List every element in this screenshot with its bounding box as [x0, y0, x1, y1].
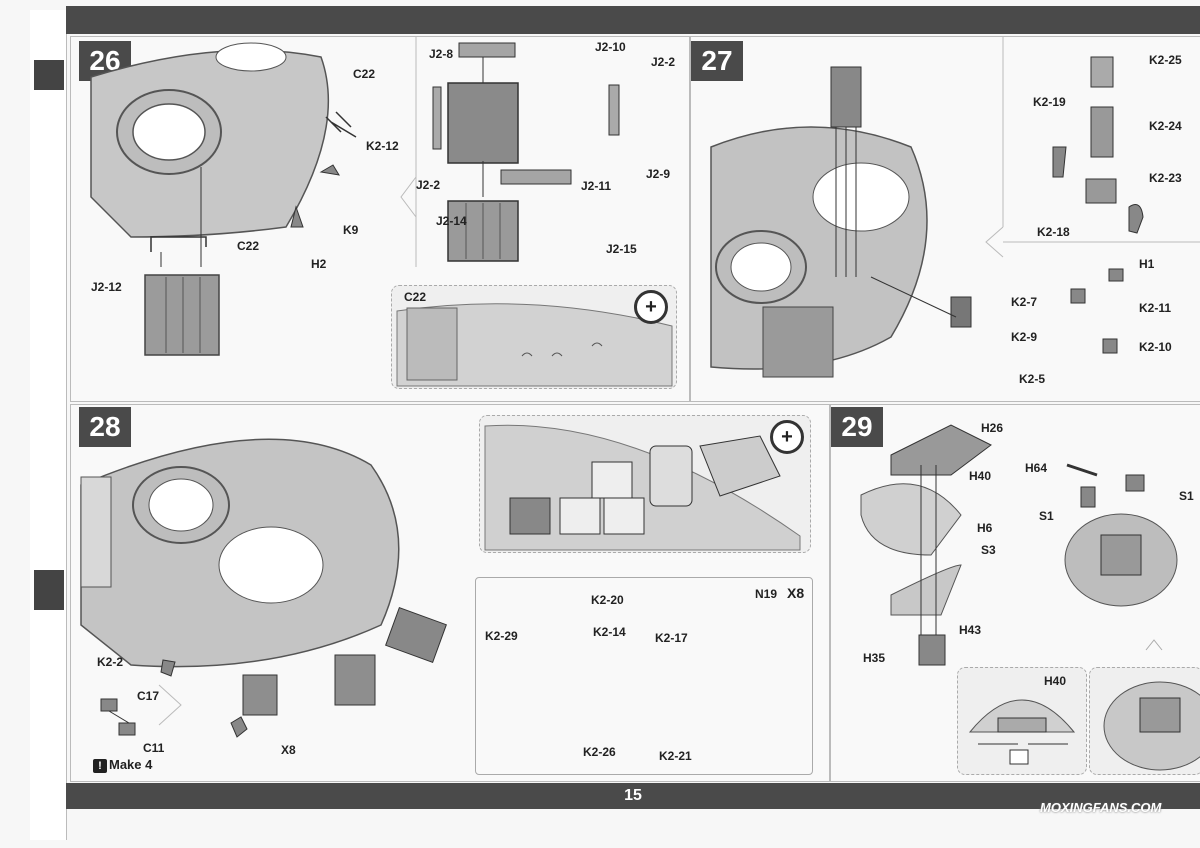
part-label: J2-12 — [91, 280, 122, 294]
step-number: 27 — [691, 41, 743, 81]
page-binding — [30, 10, 67, 840]
turret-illustration — [710, 37, 1200, 378]
part-label: H64 — [1025, 461, 1048, 475]
part-label: S1 — [1039, 509, 1054, 523]
part-label: H35 — [863, 651, 886, 665]
part-label: N19 — [755, 587, 778, 601]
part-label: K2-20 — [591, 593, 624, 607]
turret-illustration — [90, 37, 620, 356]
part-label: H43 — [959, 623, 982, 637]
part-label: C22 — [237, 239, 260, 253]
part-label: S3 — [981, 543, 996, 557]
page-number-bar: 15 — [66, 783, 1200, 809]
part-label: J2-8 — [429, 47, 454, 61]
step-number: 28 — [79, 407, 131, 447]
part-label: K2-29 — [485, 629, 518, 643]
detail-illustration — [396, 303, 673, 387]
page-number: 15 — [624, 787, 642, 804]
part-label: H6 — [977, 521, 993, 535]
step-27-panel: 27 K2-25 K2-19 K2-24 K2-23 K2-18 H1 K2-7… — [690, 36, 1200, 402]
detail-inset: + — [479, 415, 811, 553]
detail-illustration — [968, 699, 1076, 765]
part-label: K9 — [343, 223, 359, 237]
part-label: K2-18 — [1037, 225, 1070, 239]
part-label: J2-9 — [646, 167, 671, 181]
part-label: X8 — [281, 743, 296, 757]
part-label: K2-14 — [593, 625, 626, 639]
part-label: J2-10 — [595, 40, 626, 54]
part-label: H40 — [969, 469, 992, 483]
part-label: C22 — [353, 67, 376, 81]
part-label: K2-24 — [1149, 119, 1182, 133]
part-label: K2-21 — [659, 749, 692, 763]
part-label: K2-25 — [1149, 53, 1182, 67]
part-label: K2-5 — [1019, 372, 1046, 386]
detail-inset — [1089, 667, 1200, 775]
watermark: MOXINGFANS.COM — [1040, 800, 1162, 815]
part-label: K2-9 — [1011, 330, 1038, 344]
part-label: K2-23 — [1149, 171, 1182, 185]
part-label: K2-26 — [583, 745, 616, 759]
detail-inset: C22 + — [391, 285, 677, 389]
warning-icon: ! — [93, 759, 107, 773]
assembly-illustration — [860, 424, 1178, 666]
step-number: 29 — [831, 407, 883, 447]
step-26-panel: 26 C22 K2-12 K9 C22 H2 J2-12 J2-8 J2-10 … — [70, 36, 690, 402]
detail-illustration — [484, 424, 801, 551]
part-label: X8 — [787, 585, 805, 601]
part-label: H1 — [1139, 257, 1155, 271]
part-label: K2-11 — [1139, 301, 1172, 315]
make-quantity-note: !Make 4 — [93, 757, 152, 773]
detail-inset: H40 — [957, 667, 1087, 775]
step-28-panel: 28 K2-2 C17 C11 X8 !Make 4 — [70, 404, 830, 782]
part-label: S1 — [1179, 489, 1194, 503]
part-label: K2-7 — [1011, 295, 1038, 309]
part-label: J2-2 — [416, 178, 441, 192]
part-label: K2-19 — [1033, 95, 1066, 109]
part-label: C17 — [137, 689, 160, 703]
part-label: H26 — [981, 421, 1004, 435]
make-note-text: Make 4 — [109, 757, 153, 772]
part-label: J2-15 — [606, 242, 637, 256]
zoom-in-icon: + — [634, 290, 668, 324]
part-label: K2-17 — [655, 631, 688, 645]
part-label: C11 — [143, 741, 165, 755]
part-label: K2-10 — [1139, 340, 1172, 354]
part-label: H2 — [311, 257, 327, 271]
top-header-bar — [66, 6, 1200, 34]
step-29-panel: 29 H26 H40 H64 S1 S1 H6 S3 H43 H35 H40 — [830, 404, 1200, 782]
sub-assembly-box — [475, 577, 813, 775]
zoom-in-icon: + — [770, 420, 804, 454]
part-label: K2-12 — [366, 139, 399, 153]
detail-illustration — [1103, 681, 1200, 771]
part-label: J2-14 — [436, 214, 467, 228]
part-label: C22 — [404, 290, 427, 304]
part-label: J2-11 — [581, 179, 612, 193]
part-label: K2-2 — [97, 655, 124, 669]
part-label: H40 — [1044, 674, 1067, 688]
part-label: J2-2 — [651, 55, 676, 69]
